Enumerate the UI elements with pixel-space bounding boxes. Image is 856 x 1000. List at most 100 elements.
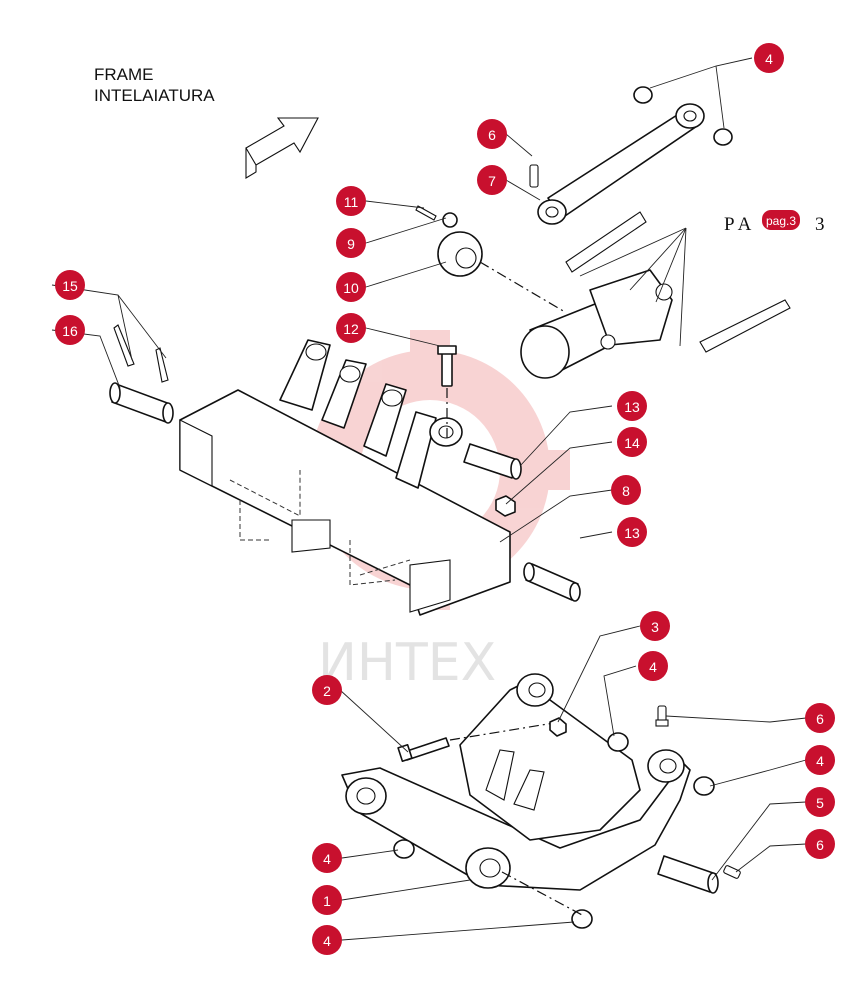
title-line-1: FRAME [94,65,154,84]
pin-13-lower [523,562,581,602]
watermark-text: ИНТЕХ [318,633,496,693]
callout-label: 5 [816,795,824,811]
swing-arm [341,673,691,891]
callout-c13a: 13 [617,391,647,421]
callout-c12: 12 [336,313,366,343]
callout-label: 4 [323,933,331,949]
callout-marker [477,165,507,195]
callout-label: 8 [622,483,630,499]
callout-c9: 9 [336,228,366,258]
callout-marker [312,843,342,873]
callout-c6c: 6 [805,829,835,859]
callout-marker [805,703,835,733]
callout-label: 9 [347,236,355,252]
flange-assembly [415,205,483,277]
callout-c14: 14 [617,427,647,457]
callout-c11: 11 [336,186,366,216]
callout-marker [336,313,366,343]
callout-c4d: 4 [312,843,342,873]
callout-marker [312,925,342,955]
bushing-4-left [393,839,415,859]
callout-marker [617,517,647,547]
callout-marker [312,885,342,915]
bushing-4-upper [607,732,629,752]
callout-c13b: 13 [617,517,647,547]
callout-label: 1 [323,893,331,909]
callout-label: 7 [488,173,496,189]
callout-label: 16 [62,323,78,339]
callout-marker [640,611,670,641]
callout-label: 3 [651,619,659,635]
callout-marker [805,829,835,859]
axis-line-flange [479,261,566,313]
callout-marker [805,787,835,817]
bolt-12 [437,345,457,387]
callout-label: 4 [765,51,773,67]
callout-label: 2 [323,683,331,699]
callout-c2: 2 [312,675,342,705]
hydraulic-actuator [520,211,791,379]
callout-marker [477,119,507,149]
axis-line-bushing [501,871,585,917]
page-reference-badge-bg [762,210,800,230]
callout-c8: 8 [611,475,641,505]
callout-c6b: 6 [805,703,835,733]
callout-marker [617,427,647,457]
nut-3 [549,717,567,737]
grease-fitting-upper [655,705,669,727]
callout-c4c: 4 [805,745,835,775]
callout-marker [336,186,366,216]
callout-label: 11 [344,194,359,210]
callout-marker [611,475,641,505]
callout-c3: 3 [640,611,670,641]
grease-fitting-lower [723,865,741,879]
callout-c16: 16 [55,315,85,345]
callout-marker [754,43,784,73]
callout-label: 4 [816,753,824,769]
callout-label: 6 [816,837,824,853]
callout-c4a: 4 [754,43,784,73]
link-rod [529,86,733,225]
axis-line-bolt-2 [449,721,561,741]
callout-label: 4 [323,851,331,867]
callout-c4b: 4 [638,651,668,681]
callout-label: 6 [488,127,496,143]
frame-assembly [179,339,511,616]
callout-label: 13 [624,525,640,541]
page-reference-text: P A [724,214,752,235]
pin-5 [657,855,719,894]
callout-label: 6 [816,711,824,727]
callout-marker [805,745,835,775]
callout-marker [312,675,342,705]
nut-14 [495,495,516,517]
pin-13-upper [463,443,522,480]
direction-arrow-icon [245,117,319,179]
callout-label: 10 [343,280,359,296]
callout-c4e: 4 [312,925,342,955]
page-reference-suffix: 3 [815,214,825,235]
callout-c7: 7 [477,165,507,195]
callout-c15: 15 [55,270,85,300]
callout-c10: 10 [336,272,366,302]
bushing-4-bottom [571,909,593,929]
callout-label: 14 [624,435,640,451]
callout-label: 12 [343,321,359,337]
callout-c1: 1 [312,885,342,915]
leader-lines [51,57,807,941]
callout-label: 15 [62,278,78,294]
callout-marker [638,651,668,681]
callout-marker [336,272,366,302]
callout-marker [55,315,85,345]
callout-label: 13 [624,399,640,415]
callout-marker [617,391,647,421]
pin-assembly [109,324,174,424]
callout-c6a: 6 [477,119,507,149]
page-reference-badge: pag.3 [766,214,796,228]
callout-marker [336,228,366,258]
callout-marker [55,270,85,300]
callout-label: 4 [649,659,657,675]
bushing-4-right [693,776,715,796]
bolt-2 [397,737,450,763]
